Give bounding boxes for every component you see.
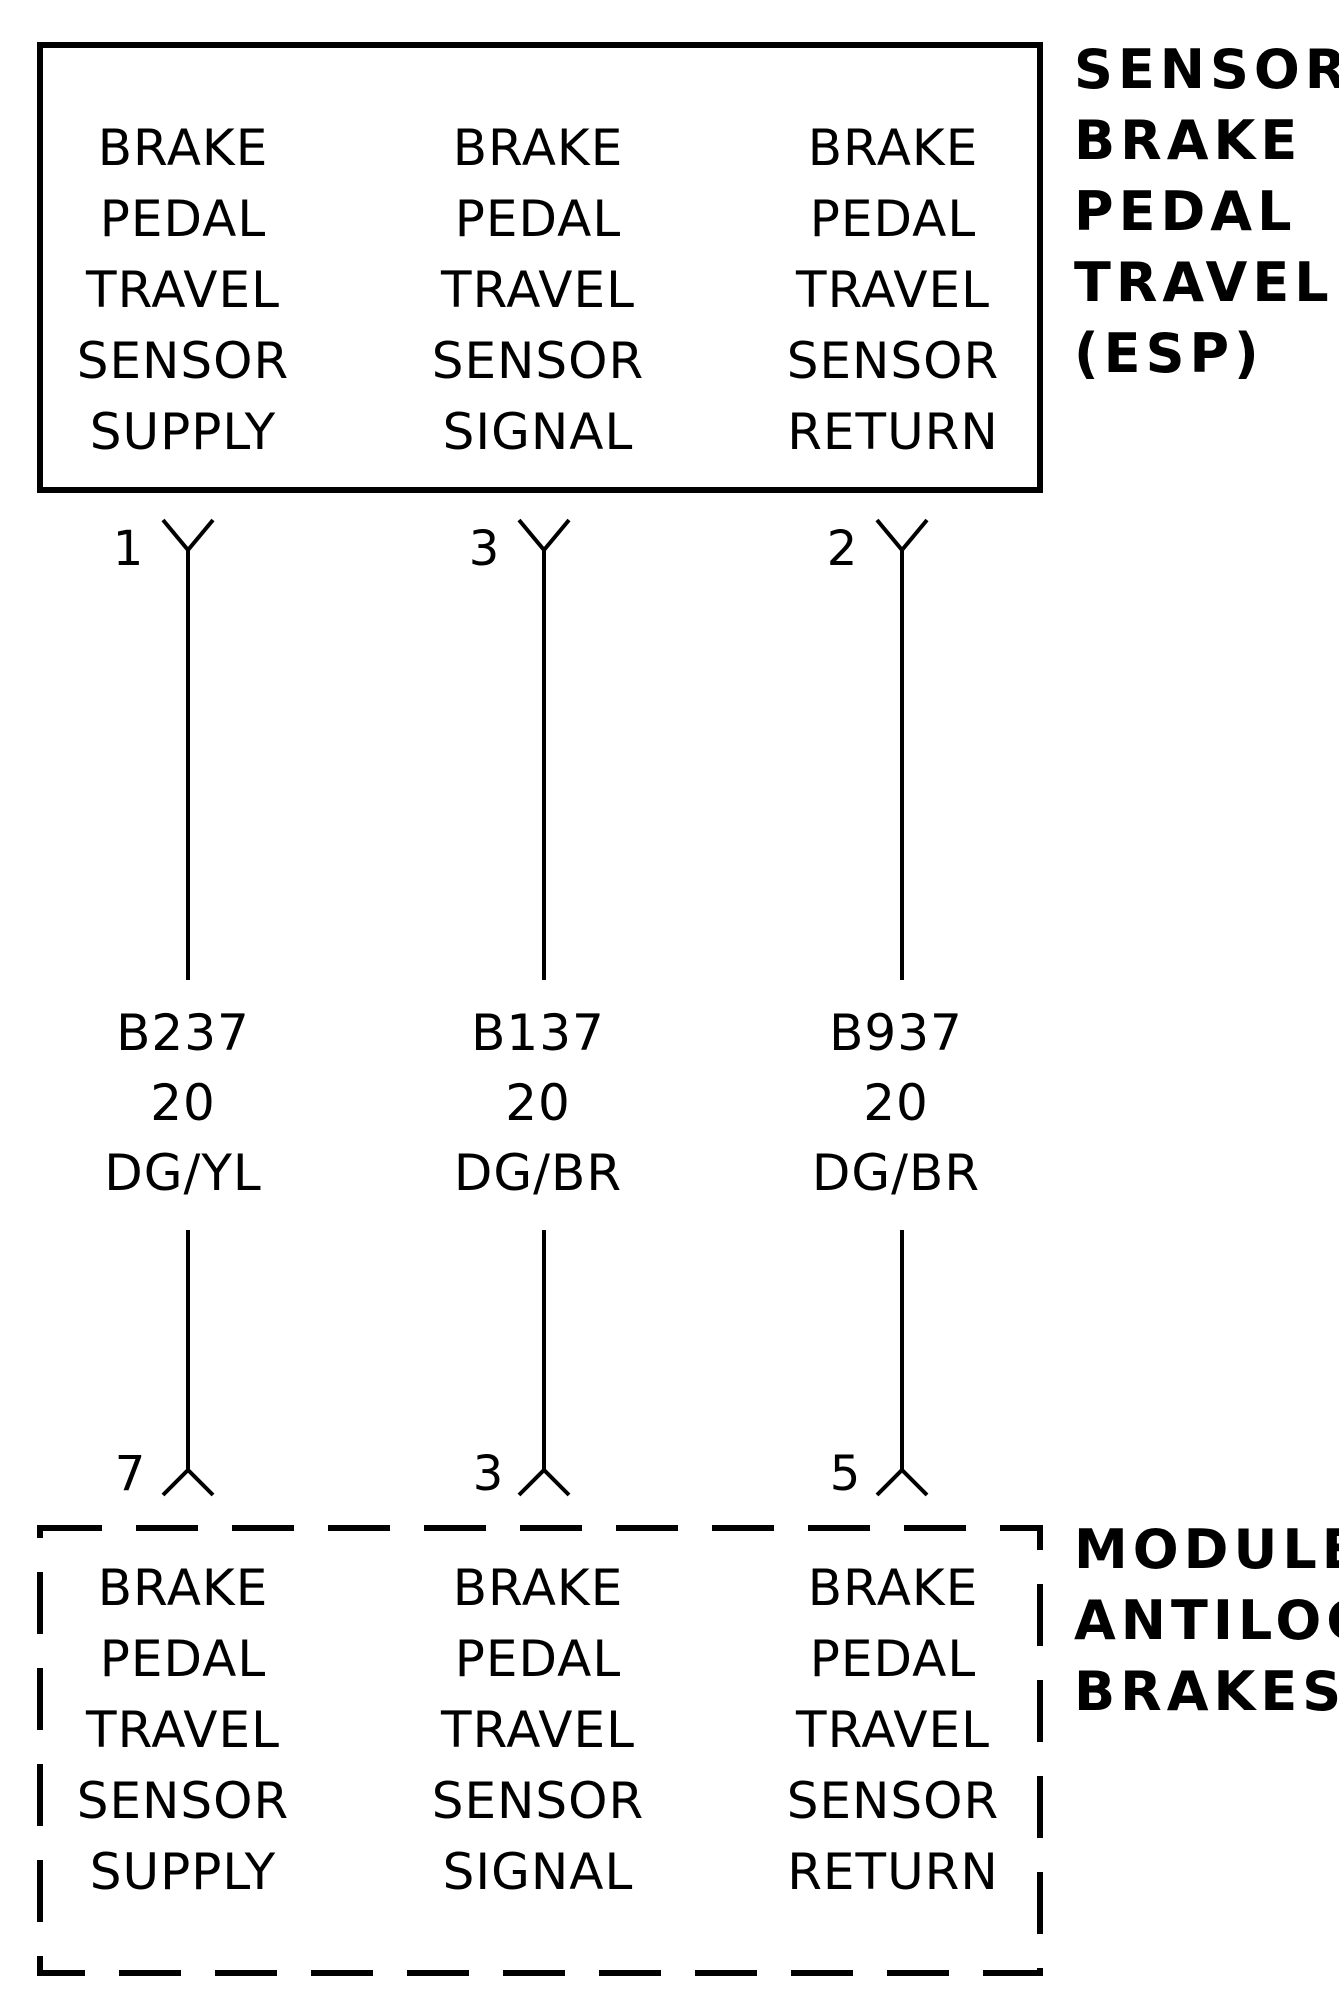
sensor-column-signal: BRAKE PEDAL TRAVEL SENSOR SIGNAL (432, 119, 645, 461)
sensor-component: BRAKE PEDAL TRAVEL SENSOR SUPPLY BRAKE P… (37, 38, 1339, 493)
sensor-column-supply: BRAKE PEDAL TRAVEL SENSOR SUPPLY (77, 119, 290, 461)
sensor-label-line: BRAKE (808, 119, 979, 177)
wire-gauge: 20 (150, 1074, 216, 1132)
sensor-label-line: PEDAL (810, 190, 976, 248)
wire-signal: 3 B137 20 DG/BR 3 (454, 518, 622, 1502)
top-pin-number: 2 (827, 521, 858, 577)
module-title-line: ANTILOCK (1074, 1589, 1339, 1652)
wire-gauge: 20 (505, 1074, 571, 1132)
wire-return: 2 B937 20 DG/BR 5 (812, 518, 980, 1502)
module-label-line: SENSOR (77, 1772, 290, 1830)
sensor-label-line: SIGNAL (443, 403, 634, 461)
wire-gauge: 20 (863, 1074, 929, 1132)
circuit-id: B237 (116, 1004, 250, 1062)
module-component: BRAKE PEDAL TRAVEL SENSOR SUPPLY BRAKE P… (37, 1518, 1339, 1976)
module-column-supply: BRAKE PEDAL TRAVEL SENSOR SUPPLY (77, 1559, 290, 1901)
sensor-label-line: BRAKE (453, 119, 624, 177)
wire-color-code: DG/BR (454, 1144, 622, 1202)
top-connector-symbol (875, 518, 929, 980)
sensor-label-line: SENSOR (787, 332, 1000, 390)
sensor-title-line: (ESP) (1074, 322, 1264, 385)
module-column-return: BRAKE PEDAL TRAVEL SENSOR RETURN (787, 1559, 1000, 1901)
sensor-title: SENSOR- BRAKE PEDAL TRAVEL (ESP) (1074, 38, 1339, 385)
sensor-label-line: SUPPLY (90, 403, 276, 461)
sensor-box (37, 42, 1043, 493)
module-column-signal: BRAKE PEDAL TRAVEL SENSOR SIGNAL (432, 1559, 645, 1901)
module-label-line: SENSOR (787, 1772, 1000, 1830)
module-title: MODULE- ANTILOCK BRAKES (1074, 1518, 1339, 1723)
sensor-label-line: PEDAL (100, 190, 266, 248)
top-connector-symbol (161, 518, 215, 980)
module-label-line: SENSOR (432, 1772, 645, 1830)
sensor-column-return: BRAKE PEDAL TRAVEL SENSOR RETURN (787, 119, 1000, 461)
module-title-line: BRAKES (1074, 1660, 1339, 1723)
top-pin-number: 3 (469, 521, 500, 577)
module-label-line: TRAVEL (85, 1701, 280, 1759)
module-label-line: TRAVEL (795, 1701, 990, 1759)
sensor-label-line: SENSOR (432, 332, 645, 390)
sensor-title-line: SENSOR- (1074, 38, 1339, 101)
bottom-pin-number: 5 (830, 1446, 861, 1502)
wire-color-code: DG/YL (104, 1144, 262, 1202)
sensor-title-line: PEDAL (1074, 180, 1297, 243)
sensor-label-line: TRAVEL (795, 261, 990, 319)
module-label-line: PEDAL (810, 1630, 976, 1688)
module-label-line: TRAVEL (440, 1701, 635, 1759)
module-title-line: MODULE- (1074, 1518, 1339, 1581)
sensor-label-line: BRAKE (98, 119, 269, 177)
bottom-connector-symbol (517, 1230, 571, 1497)
sensor-label-line: TRAVEL (85, 261, 280, 319)
circuit-id: B937 (829, 1004, 963, 1062)
sensor-label-line: RETURN (787, 403, 999, 461)
module-label-line: BRAKE (808, 1559, 979, 1617)
sensor-label-line: SENSOR (77, 332, 290, 390)
top-connector-symbol (517, 518, 571, 980)
bottom-pin-number: 3 (473, 1446, 504, 1502)
module-label-line: SUPPLY (90, 1843, 276, 1901)
module-label-line: SIGNAL (443, 1843, 634, 1901)
bottom-connector-symbol (161, 1230, 215, 1497)
module-label-line: RETURN (787, 1843, 999, 1901)
module-label-line: PEDAL (100, 1630, 266, 1688)
sensor-title-line: BRAKE (1074, 109, 1302, 172)
module-label-line: BRAKE (453, 1559, 624, 1617)
bottom-connector-symbol (875, 1230, 929, 1497)
sensor-label-line: PEDAL (455, 190, 621, 248)
sensor-title-line: TRAVEL (1074, 251, 1334, 314)
wire-supply: 1 B237 20 DG/YL 7 (104, 518, 262, 1502)
module-label-line: PEDAL (455, 1630, 621, 1688)
module-box (37, 1525, 1043, 1976)
bottom-pin-number: 7 (115, 1446, 146, 1502)
circuit-id: B137 (471, 1004, 605, 1062)
module-label-line: BRAKE (98, 1559, 269, 1617)
wire-color-code: DG/BR (812, 1144, 980, 1202)
top-pin-number: 1 (113, 521, 144, 577)
sensor-label-line: TRAVEL (440, 261, 635, 319)
